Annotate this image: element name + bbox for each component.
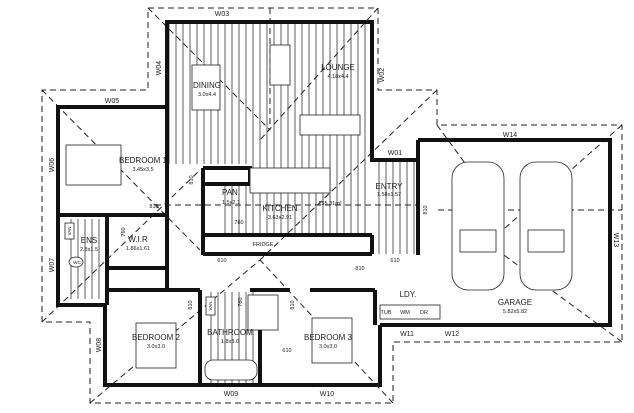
furniture [64, 44, 441, 381]
tub-label: TUB [381, 310, 392, 316]
room-bedroom1-size: 3.45x3.5 [132, 167, 153, 173]
window-w05: W05 [105, 98, 120, 105]
room-bathroom: BATHROOM [207, 328, 253, 337]
door-label: 610 [282, 348, 291, 354]
bathroom-vanity-label: VAN [208, 302, 213, 311]
dryer-label: DR [420, 310, 428, 316]
window-w02: W02 [379, 68, 386, 83]
window-w12: W12 [445, 331, 460, 338]
room-ensuite-size: 2.8x1.5 [80, 247, 98, 253]
door-label: 760 [234, 220, 243, 226]
room-pantry: PAN. [222, 188, 240, 197]
room-wir: W.I.R [128, 235, 148, 244]
floor-area: 155.31m² [318, 201, 341, 207]
room-entry-size: 1.58x1.57 [377, 192, 401, 198]
room-pantry-size: 1.5x2.1 [222, 200, 240, 206]
window-w06: W06 [49, 158, 56, 173]
room-bedroom2-size: 3.0x3.0 [147, 344, 165, 350]
window-w08: W08 [96, 338, 103, 353]
door-label: 610 [390, 258, 399, 264]
ensuite-wc-label: WC [73, 260, 81, 265]
washing-machine-label: WM [400, 310, 410, 316]
room-bathroom-size: 1.8x3.0 [221, 339, 239, 345]
window-w04: W04 [156, 61, 163, 76]
window-w10: W10 [320, 391, 335, 398]
window-w13: W13 [612, 233, 619, 248]
door-label: 760 [121, 227, 127, 236]
room-kitchen-size: 3.63x2.91 [268, 215, 292, 221]
door-label: 810 [290, 300, 296, 309]
window-labels: W01 W02 W03 W04 W05 W06 W07 W08 W09 W10 … [49, 11, 619, 398]
window-w11: W11 [400, 331, 414, 338]
window-w09: W09 [224, 391, 239, 398]
room-bedroom3: BEDROOM 3 [304, 333, 353, 342]
room-garage: GARAGE [498, 298, 532, 307]
ensuite-vanity-label: VAN [67, 227, 72, 236]
room-lounge-size: 4.18x4.4 [327, 74, 348, 80]
walls [56, 20, 612, 387]
room-entry: ENTRY [376, 182, 404, 191]
room-dining: DINING [193, 81, 221, 90]
door-labels: 810 810 810 810 810 810 760 760 760 610 … [121, 175, 429, 354]
door-label: 610 [217, 258, 226, 264]
room-bedroom1: BEDROOM 1 [119, 156, 168, 165]
room-garage-size: 5.82x5.82 [503, 309, 527, 315]
room-bedroom3-size: 3.0x3.0 [319, 344, 337, 350]
door-label: 810 [149, 204, 158, 210]
door-label: 760 [238, 297, 244, 306]
window-w01: W01 [388, 150, 403, 157]
fridge-label: FRIDGE [253, 242, 274, 248]
door-label: 810 [189, 175, 195, 184]
room-bedroom2: BEDROOM 2 [132, 333, 181, 342]
window-w07: W07 [49, 258, 56, 273]
window-w03: W03 [215, 11, 230, 18]
room-lounge: LOUNGE [321, 63, 355, 72]
room-laundry: LDY. [400, 290, 417, 299]
door-label: 810 [355, 266, 364, 272]
window-w14: W14 [503, 132, 518, 139]
roof-outline [41, 7, 623, 404]
room-labels: DINING 3.0x4.4 LOUNGE 4.18x4.4 BEDROOM 1… [80, 63, 532, 350]
room-dining-size: 3.0x4.4 [198, 92, 216, 98]
room-kitchen: KITCHEN [262, 204, 297, 213]
room-ensuite: ENS [81, 236, 97, 245]
door-label: 610 [127, 288, 136, 294]
door-label: 810 [423, 205, 429, 214]
door-label: 810 [188, 300, 194, 309]
room-wir-size: 1.86x1.61 [126, 246, 150, 252]
cars [451, 161, 573, 291]
